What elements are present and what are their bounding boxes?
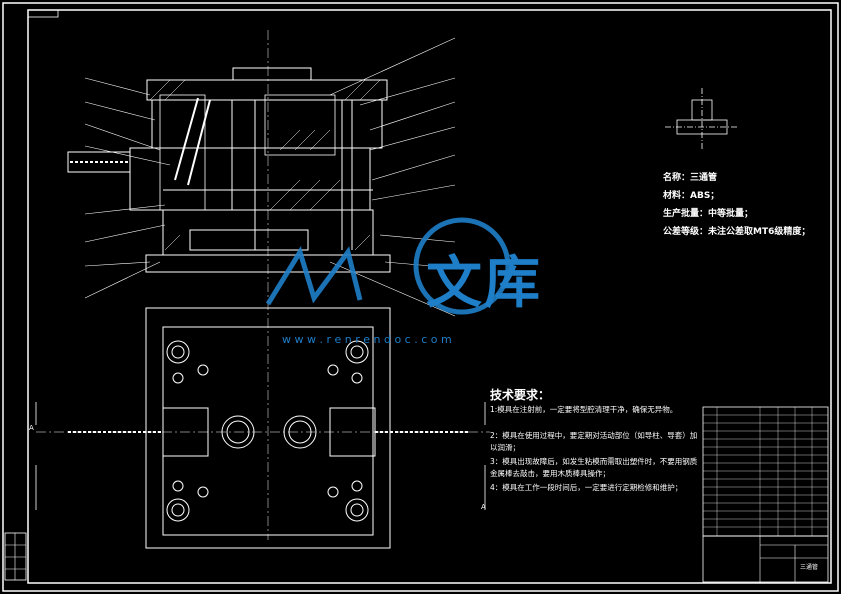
part-material: 材料：ABS；: [663, 191, 720, 201]
tech-requirement-3: 3：模具出现故障后，如发生粘模而需取出塑件时，不要用钢质金属棒去敲击，要用木质棒…: [490, 457, 698, 478]
part-name: 名称：三通管: [663, 173, 718, 183]
tech-requirement-2: 2：模具在使用过程中，要定期对活动部位（如导柱、导套）加以润滑；: [490, 431, 698, 452]
section-arrows: [35, 402, 486, 510]
watermark-logo: [265, 217, 511, 315]
tech-requirement-1: 1:模具在注射前，一定要将型腔清理干净，确保无异物。: [490, 405, 678, 414]
watermark-brand: 文库: [426, 251, 542, 316]
tech-requirement-4: 4：模具在工作一段时间后，一定要进行定期检修和维护；: [490, 483, 683, 492]
mold-plan-view: [36, 307, 490, 549]
part-sketch: [665, 88, 738, 150]
section-marker-right-bottom: A: [481, 503, 486, 511]
tech-requirements-title: 技术要求：: [490, 388, 551, 402]
leader-lines: [84, 37, 456, 317]
production-batch: 生产批量：中等批量；: [663, 209, 754, 219]
tolerance-grade: 公差等级：未注公差取MT6级精度；: [663, 227, 811, 237]
title-block-drawing-name: 三通管: [800, 564, 819, 571]
section-marker-left-top: A: [29, 424, 34, 432]
section-hatching: [149, 79, 381, 251]
title-block: [702, 406, 829, 583]
watermark-url: w w w . r e n r e n d o c . c o m: [282, 333, 452, 346]
mold-section-view: [67, 67, 391, 273]
